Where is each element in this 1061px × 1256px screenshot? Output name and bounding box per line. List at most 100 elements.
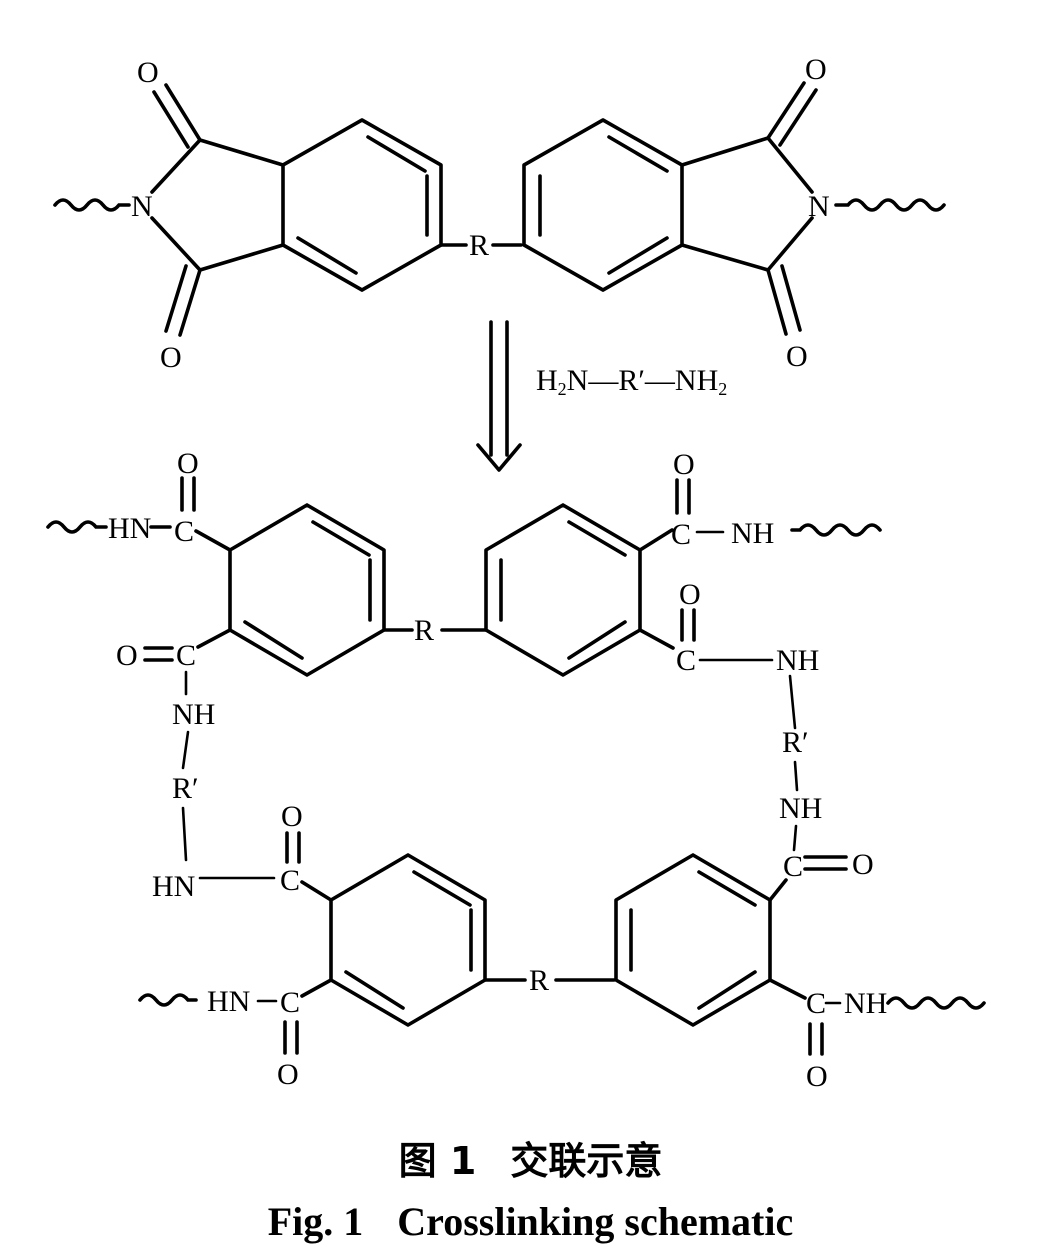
amide-unit-upper-right: C O NH C O NH xyxy=(484,448,882,677)
benzene-ring xyxy=(329,853,487,1027)
atom-o: O xyxy=(679,578,701,611)
left-ring-double-bond xyxy=(296,236,358,275)
figure-number-zh: 图 1 xyxy=(398,1139,477,1183)
atom-nh: NH xyxy=(172,698,215,731)
crosslinking-scheme: O O N R O O N H2N—R′—NH2 xyxy=(46,53,986,1093)
atom-o: O xyxy=(177,447,199,480)
crosslink-bond xyxy=(788,674,797,730)
atom-c: C xyxy=(280,986,300,1019)
benzene-ring xyxy=(614,853,772,1027)
ring-double-bond xyxy=(344,970,405,1010)
atom-nh: NH xyxy=(731,517,774,550)
atom-r: R xyxy=(414,614,434,647)
left-carbonyl-bottom xyxy=(164,264,188,333)
right-imide-bond xyxy=(680,243,770,272)
left-carbonyl-bottom xyxy=(178,268,202,337)
polymer-chain-wave xyxy=(790,523,882,537)
left-carbonyl-top xyxy=(164,83,202,142)
atom-o: O xyxy=(277,1058,299,1091)
ring-to-carbonyl xyxy=(196,628,232,649)
right-ring-double-bond xyxy=(607,236,669,275)
ring-double-bond xyxy=(697,870,757,907)
crosslink-bond xyxy=(181,806,188,862)
ring-to-carbonyl xyxy=(638,528,674,552)
caption-chinese: 图 1 交联示意 xyxy=(0,1130,1061,1185)
atom-r-prime: R′ xyxy=(782,726,809,759)
atom-c: C xyxy=(174,515,194,548)
polymer-chain-wave xyxy=(46,520,108,534)
right-imide-bond xyxy=(680,136,770,167)
left-imide-bond xyxy=(198,138,285,167)
ring-double-bond xyxy=(697,970,757,1010)
atom-o: O xyxy=(852,848,874,881)
crosslink-left: R′ xyxy=(172,730,199,862)
atom-nh: NH xyxy=(776,644,819,677)
atom-c: C xyxy=(783,850,803,883)
left-ring-double-bond xyxy=(366,135,427,173)
left-carbonyl-top xyxy=(152,90,190,149)
atom-hn: HN xyxy=(152,870,195,903)
atom-r: R xyxy=(469,229,489,262)
ring-to-carbonyl xyxy=(300,880,333,902)
polymer-chain-wave xyxy=(834,198,946,212)
reaction-arrow xyxy=(476,320,522,472)
ring-double-bond xyxy=(567,620,627,660)
left-benzene-ring xyxy=(281,118,443,292)
right-carbonyl-top xyxy=(778,88,818,147)
atom-nh: NH xyxy=(844,987,887,1020)
atom-o: O xyxy=(281,800,303,833)
atom-o: O xyxy=(786,340,808,373)
left-imide-bond xyxy=(198,243,285,272)
imide-monomer: O O N R O O N xyxy=(53,53,946,374)
arrow-head xyxy=(476,443,522,472)
atom-o: O xyxy=(805,53,827,86)
atom-o: O xyxy=(160,341,182,374)
atom-c: C xyxy=(676,644,696,677)
amide-unit-upper-left: C O HN C O NH xyxy=(46,447,386,731)
ring-to-carbonyl xyxy=(300,978,333,998)
atom-c: C xyxy=(671,518,691,551)
atom-c: C xyxy=(280,864,300,897)
polymer-chain-wave xyxy=(886,996,986,1010)
right-benzene-ring xyxy=(522,118,684,292)
atom-hn: HN xyxy=(108,512,151,545)
atom-hn: HN xyxy=(207,985,250,1018)
right-carbonyl-bottom xyxy=(766,268,788,336)
atom-o: O xyxy=(673,448,695,481)
right-carbonyl-top xyxy=(766,81,806,140)
right-imide-bond xyxy=(766,216,814,272)
ring-to-carbonyl xyxy=(768,878,788,902)
ring-double-bond xyxy=(311,520,371,557)
atom-o: O xyxy=(116,639,138,672)
benzene-ring xyxy=(228,503,386,677)
right-imide-bond xyxy=(766,136,814,194)
ring-double-bond xyxy=(243,620,304,660)
figure-number-en: Fig. 1 xyxy=(267,1199,364,1244)
benzene-ring xyxy=(484,503,642,677)
caption-english: Fig. 1 Crosslinking schematic xyxy=(0,1198,1061,1245)
crosslink-bond xyxy=(792,824,798,852)
diamine-reagent: H2N—R′—NH2 xyxy=(536,364,727,399)
amide-unit-lower-left: HN C O HN C O R xyxy=(138,800,616,1091)
atom-nh: NH xyxy=(779,792,822,825)
right-carbonyl-bottom xyxy=(780,264,802,332)
ring-to-carbonyl xyxy=(638,628,675,650)
left-imide-bond xyxy=(150,216,202,272)
ring-double-bond xyxy=(412,870,472,907)
figure-title-en: Crosslinking schematic xyxy=(397,1199,794,1244)
crosslink-right: R′ NH xyxy=(779,674,822,852)
atom-r-prime: R′ xyxy=(172,772,199,805)
polymer-chain-wave xyxy=(53,198,131,212)
ring-to-carbonyl xyxy=(194,529,232,552)
atom-n: N xyxy=(131,190,153,223)
figure-title-zh: 交联示意 xyxy=(510,1139,663,1183)
polymer-chain-wave xyxy=(138,993,198,1007)
crosslink-bond xyxy=(793,760,799,792)
crosslink-bond xyxy=(181,730,190,770)
atom-n: N xyxy=(808,190,830,223)
right-ring-double-bond xyxy=(607,135,669,173)
ring-to-carbonyl xyxy=(768,978,807,1000)
amide-unit-lower-right: C O C NH O xyxy=(614,848,986,1093)
atom-o: O xyxy=(137,56,159,89)
